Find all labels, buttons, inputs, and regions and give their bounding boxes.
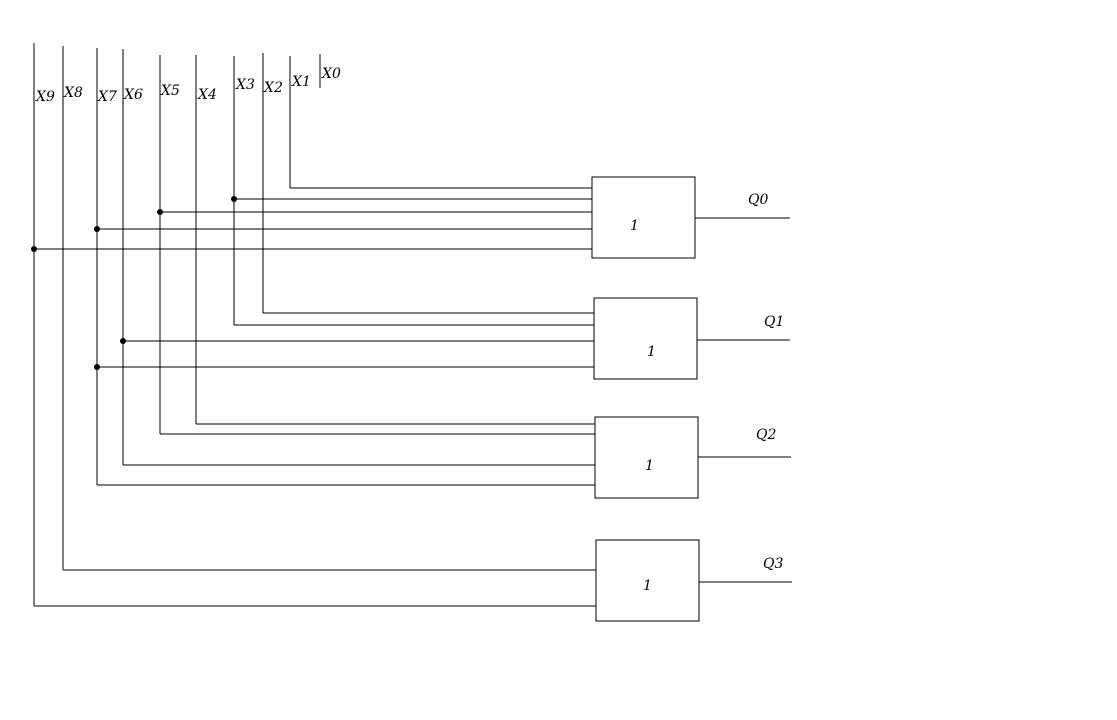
gate-q0-box: [591, 176, 696, 259]
label-x9: X9: [35, 89, 55, 105]
label-q1: Q1: [764, 314, 784, 330]
junction-x7-q0: [94, 226, 100, 232]
label-x6: X6: [123, 87, 143, 103]
label-x3: X3: [235, 77, 255, 93]
junction-x9-q0: [31, 246, 37, 252]
gate-q1: 1 Q1: [97, 297, 790, 380]
label-q3: Q3: [763, 556, 783, 572]
gate-q0: 1 Q0: [34, 176, 790, 259]
label-x8: X8: [63, 85, 83, 101]
label-x0: X0: [321, 66, 341, 82]
label-q0: Q0: [748, 192, 768, 208]
gate-q1-symbol: 1: [647, 344, 656, 360]
label-x7: X7: [97, 89, 117, 105]
label-q2: Q2: [756, 427, 776, 443]
gate-q3-symbol: 1: [643, 578, 652, 594]
gate-q0-symbol: 1: [630, 218, 639, 234]
label-x2: X2: [263, 80, 283, 96]
gate-q2-symbol: 1: [645, 458, 654, 474]
gate-q3: 1 Q3: [34, 539, 792, 622]
label-x4: X4: [197, 87, 217, 103]
gate-q1-box: [593, 297, 698, 380]
junction-x5-q0: [157, 209, 163, 215]
label-x5: X5: [160, 83, 180, 99]
label-x1: X1: [291, 74, 311, 90]
gate-q2: 1 Q2: [97, 416, 791, 499]
junction-x7-q1: [94, 364, 100, 370]
gate-q2-box: [594, 416, 699, 499]
gate-q3-box: [595, 539, 700, 622]
junction-x6-q1: [120, 338, 126, 344]
junction-x3-q0: [231, 196, 237, 202]
